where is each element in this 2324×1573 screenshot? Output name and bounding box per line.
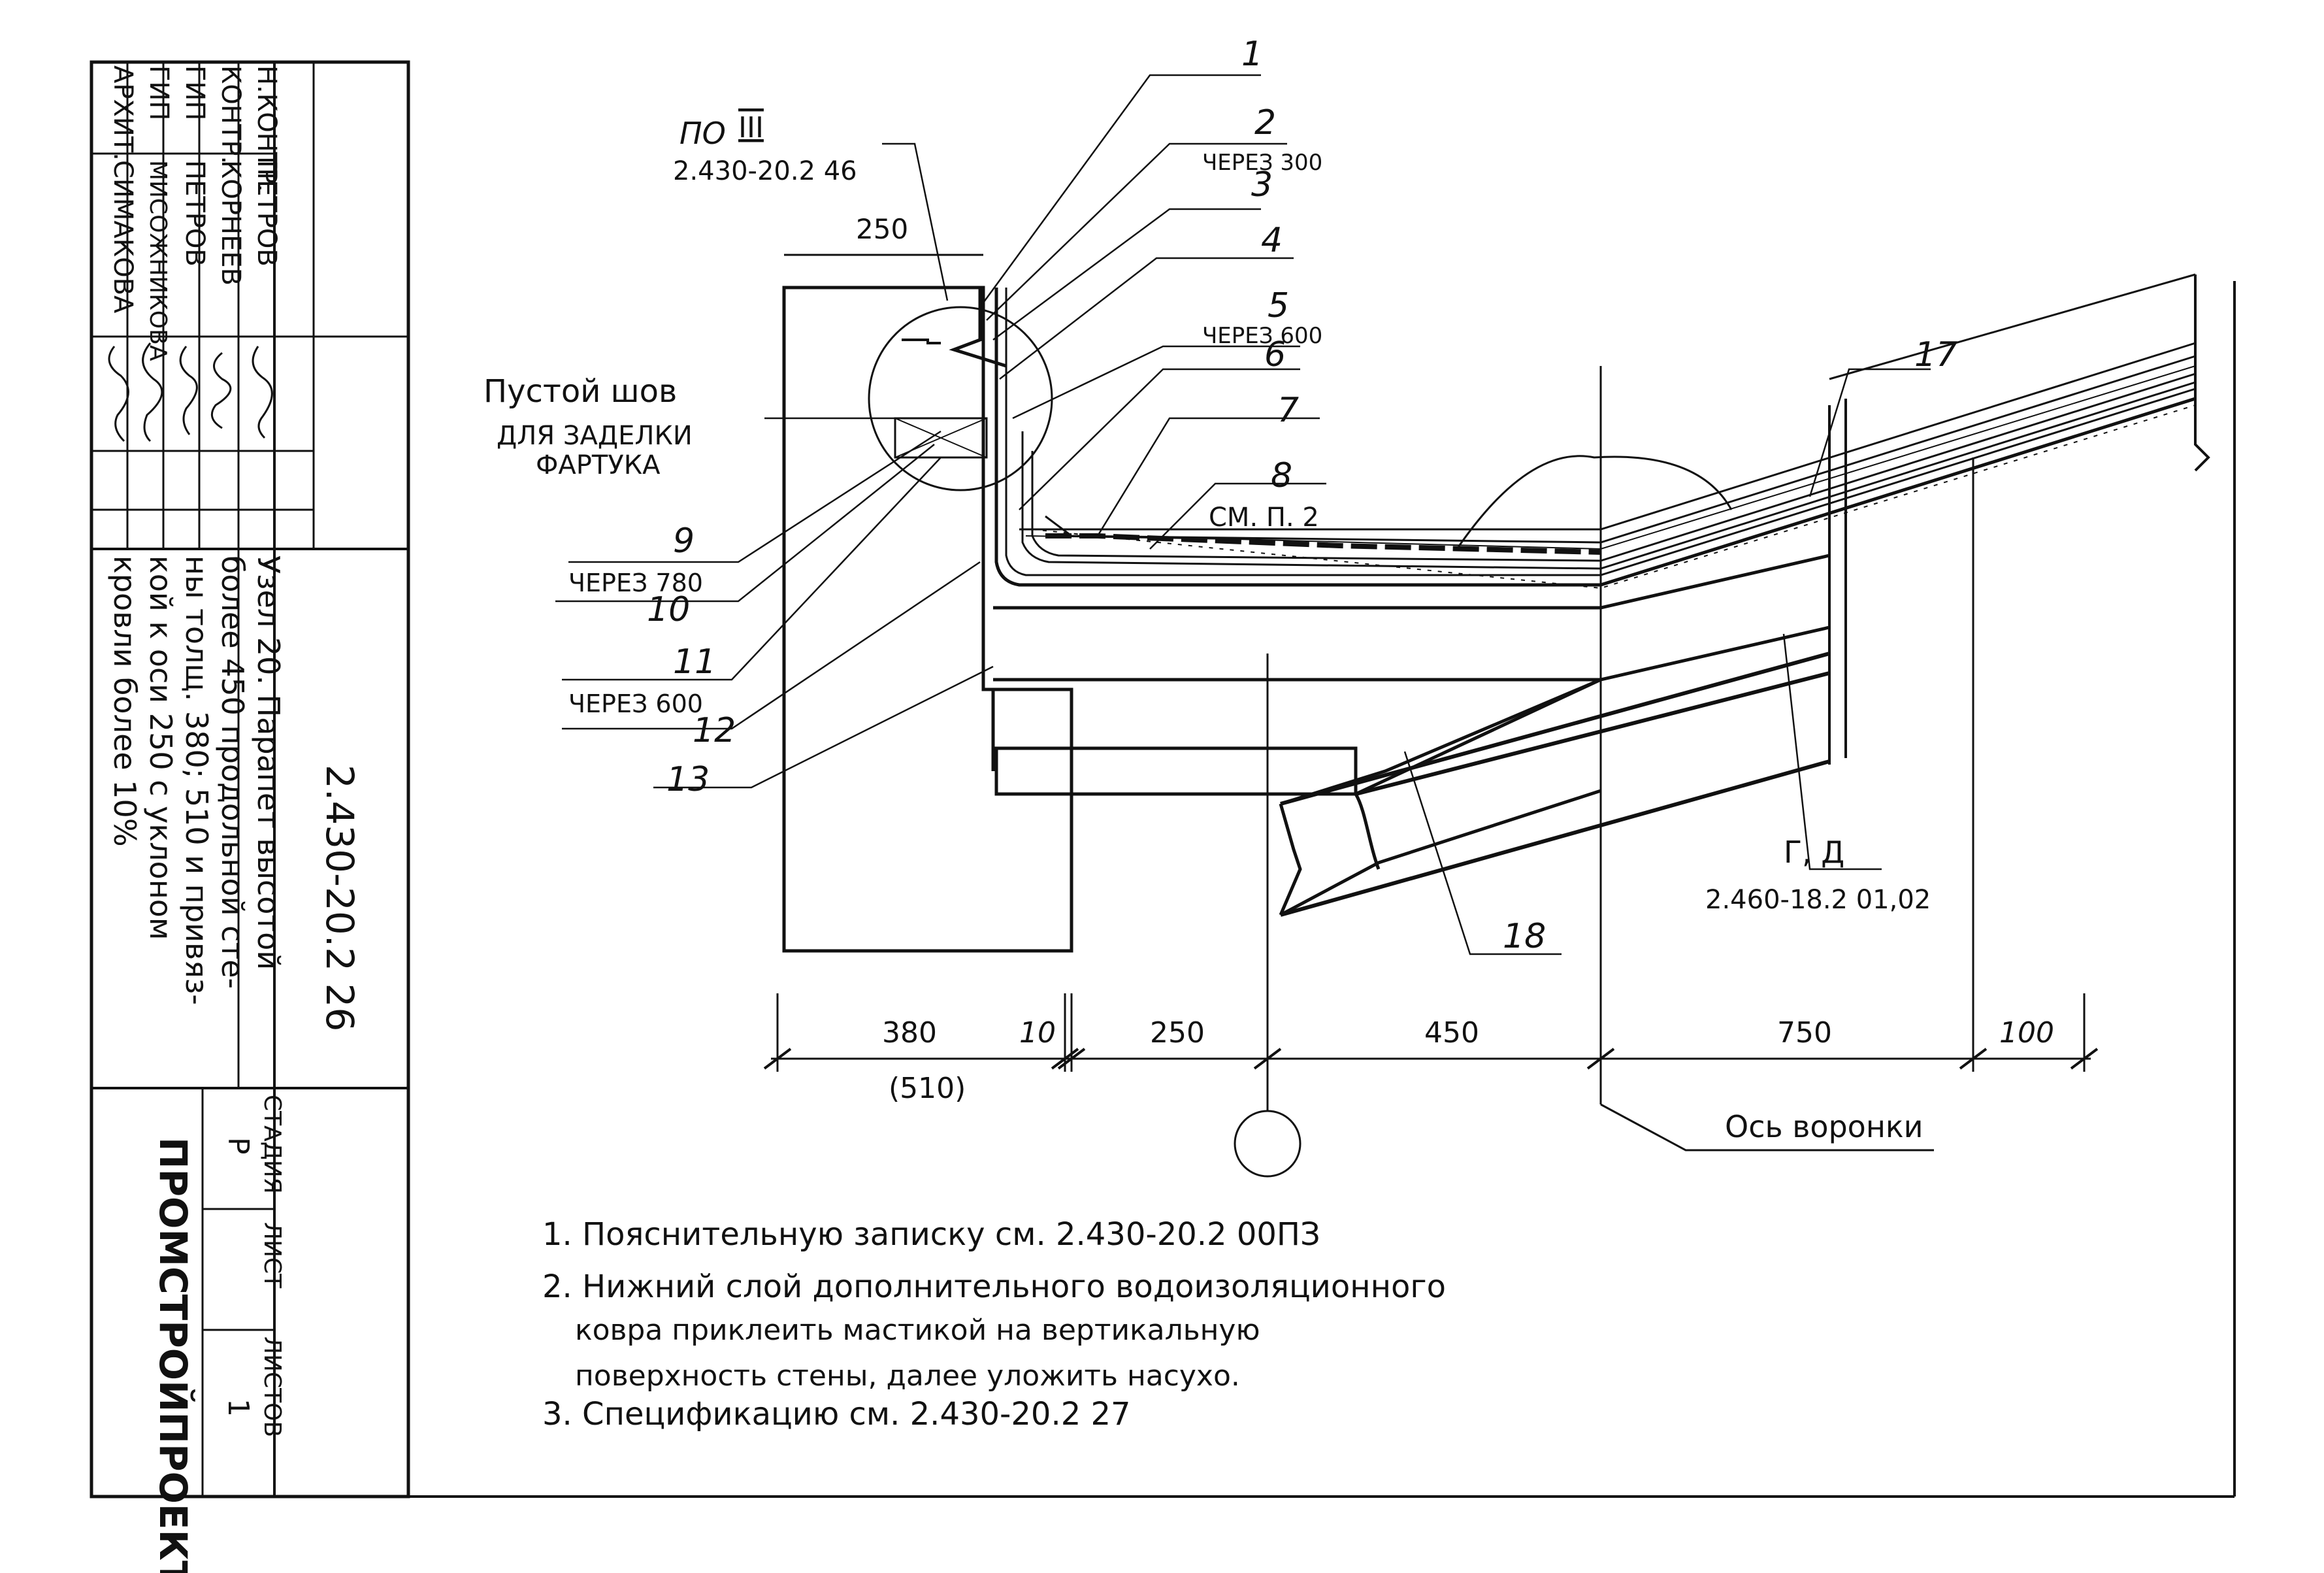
- pos-8-note: СМ. П. 2: [1209, 503, 1319, 533]
- pos-2: 2: [1254, 103, 1276, 142]
- roof-layers: [994, 273, 2196, 589]
- empty-seam-sub1: ДЛЯ ЗАДЕЛКИ: [497, 421, 693, 451]
- dim-250: 250: [1150, 1016, 1205, 1050]
- dim-510: (510): [889, 1072, 966, 1105]
- pos-10: 10: [647, 590, 690, 629]
- note-2-cont-2: поверхность стены, далее уложить насухо.: [575, 1359, 1240, 1393]
- description-line-1: Узел 20. Парапет высотой: [251, 555, 286, 970]
- dim-450: 450: [1424, 1016, 1479, 1050]
- organization: ПРОМСТРОЙПРОЕКТ: [151, 1137, 196, 1573]
- pos-6: 6: [1264, 335, 1286, 374]
- pos-11: 11: [673, 642, 716, 682]
- pos-2-note: ЧЕРЕЗ 300: [1202, 150, 1322, 176]
- dim-10: 10: [1019, 1016, 1056, 1050]
- pos-9-note: ЧЕРЕЗ 780: [568, 569, 703, 597]
- axis-label: Ось воронки: [1725, 1109, 1923, 1144]
- role-5: АРХИТ.: [108, 65, 138, 161]
- role-1: Н.КОНТР.: [252, 65, 282, 192]
- dim-100: 100: [1999, 1016, 2054, 1050]
- gd-doc: 2.460-18.2 01,02: [1705, 885, 1931, 915]
- note-2: 2. Нижний слой дополнительного водоизоля…: [542, 1268, 1446, 1305]
- parapet-wall: [782, 286, 1073, 953]
- ref-node-doc: 2.430-20.2 46: [673, 156, 857, 186]
- gd-label: Г, Д: [1784, 835, 1844, 870]
- pos-18: 18: [1503, 917, 1546, 956]
- ref-node-numeral: III: [738, 111, 764, 144]
- name-5: СИМАКОВА: [108, 160, 138, 314]
- pos-5-note: ЧЕРЕЗ 600: [1202, 323, 1322, 349]
- drain-arc: [1456, 455, 1733, 550]
- dimension-chain: [763, 366, 2099, 1178]
- stage-value: Р: [221, 1137, 255, 1155]
- description-line-3: ны толщ. 380; 510 и привяз-: [179, 555, 214, 1005]
- signatures: [108, 342, 273, 442]
- ref-node-label: ПО: [679, 116, 726, 151]
- pos-4: 4: [1261, 221, 1283, 260]
- pos-3: 3: [1251, 165, 1273, 205]
- sheet-header: ЛИСТ: [259, 1222, 286, 1289]
- pos-5: 5: [1268, 286, 1289, 325]
- role-3: ГИП: [180, 65, 210, 120]
- description-line-2: более 450 продольной сте-: [215, 555, 250, 989]
- pos-11-note: ЧЕРЕЗ 600: [568, 689, 703, 718]
- sheet-frame: [408, 281, 2236, 1498]
- break-lines: [1828, 274, 2210, 765]
- name-4: МИСОЖНИКОВА: [144, 160, 171, 361]
- empty-seam-title: Пустой шов: [483, 373, 677, 410]
- name-1: ПЕТРОВ: [252, 160, 282, 267]
- dim-top: 250: [856, 213, 908, 245]
- role-2: КОНТР.: [216, 65, 246, 164]
- role-4: ГИП: [144, 65, 174, 120]
- pos-13: 13: [666, 760, 710, 799]
- notes: 1. Пояснительную записку см. 2.430-20.2 …: [542, 1216, 1446, 1432]
- dim-750: 750: [1777, 1016, 1832, 1050]
- pos-12: 12: [693, 711, 736, 750]
- leader-lines: [555, 74, 1931, 955]
- description-line-4: кой к оси 250 с уклоном: [143, 555, 178, 940]
- dim-380: 380: [882, 1016, 937, 1050]
- pos-1: 1: [1241, 35, 1263, 74]
- sheet-code: 2.430-20.2 26: [318, 765, 362, 1031]
- node-description: Узел 20. Парапет высотой более 450 продо…: [107, 555, 286, 1005]
- beam: [1280, 652, 1830, 917]
- note-2-cont-1: ковра приклеить мастикой на вертикальную: [575, 1314, 1260, 1347]
- pos-7: 7: [1277, 391, 1299, 430]
- name-3: ПЕТРОВ: [180, 160, 210, 267]
- name-2: КОРНЕЕВ: [216, 160, 246, 286]
- stage-header: СТАДИЯ: [259, 1095, 286, 1194]
- sheets-header: ЛИСТОВ: [259, 1336, 286, 1437]
- description-line-5: кровли более 10%: [107, 555, 142, 847]
- pos-8: 8: [1271, 456, 1292, 495]
- title-block: [90, 60, 410, 1498]
- slab: [993, 554, 1830, 917]
- note-3: 3. Спецификацию см. 2.430-20.2 27: [542, 1396, 1131, 1432]
- note-1: 1. Пояснительную записку см. 2.430-20.2 …: [542, 1216, 1320, 1253]
- drawing-labels: ПО III 2.430-20.2 46 250 Пустой шов ДЛЯ …: [483, 35, 2054, 1144]
- empty-seam-sub2: ФАРТУКА: [536, 450, 661, 480]
- pos-17: 17: [1914, 335, 1957, 374]
- sheets-value: 1: [221, 1399, 255, 1417]
- pos-9: 9: [673, 522, 695, 561]
